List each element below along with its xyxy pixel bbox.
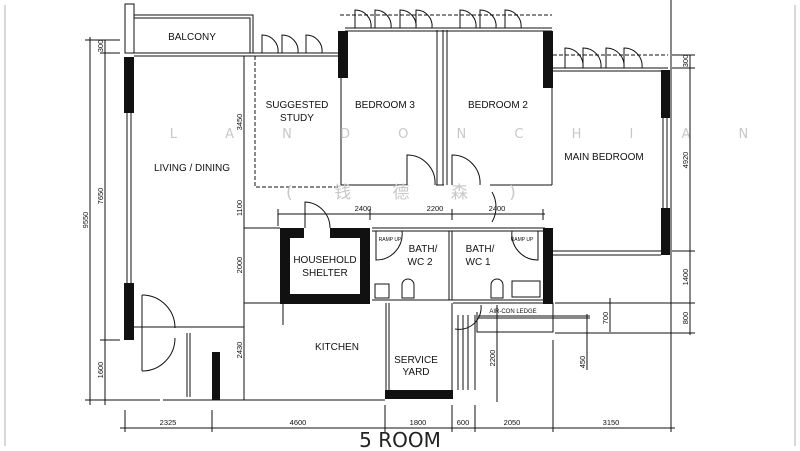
dim-left-main: 7650 <box>96 188 105 205</box>
walls <box>124 3 670 401</box>
watermark-chinese: ( 钱 德 森 ) <box>286 183 534 203</box>
dim-left-bottom: 1600 <box>96 362 105 379</box>
room-service-yard-line2: YARD <box>402 367 429 378</box>
room-living-dining: LIVING / DINING <box>154 163 230 174</box>
dim-inner-top-1: 2400 <box>355 204 372 213</box>
ramp-up-label-bath2: RAMP UP <box>379 237 402 243</box>
room-kitchen: KITCHEN <box>315 342 359 353</box>
plan-title: 5 ROOM <box>359 428 441 451</box>
dim-right-inner-3: 2200 <box>488 350 497 367</box>
dim-inner-top-2: 2200 <box>427 204 444 213</box>
dim-bottom-6: 3150 <box>603 418 620 427</box>
ramp-up-label-bath1: RAMP UP <box>511 237 534 243</box>
dim-left-overall: 9550 <box>81 212 90 229</box>
dim-inner-left-2: 1100 <box>235 200 244 216</box>
room-shelter-line2: SHELTER <box>302 268 347 279</box>
dim-inner-left-3: 2000 <box>235 257 244 274</box>
dim-right-inner-2: 450 <box>578 356 587 369</box>
room-bath1-line2: WC 1 <box>466 257 491 268</box>
dim-bottom-5: 2050 <box>504 418 521 427</box>
room-main-bedroom: MAIN BEDROOM <box>564 152 643 163</box>
dim-inner-top-3: 2400 <box>489 204 506 213</box>
dim-right-1: 300 <box>681 55 690 68</box>
watermark-latin: L A N D O N C H I A N <box>170 127 770 142</box>
dim-bottom-1: 2325 <box>160 418 177 427</box>
room-bedroom-2: BEDROOM 2 <box>468 100 528 111</box>
dim-right-4: 800 <box>681 312 690 325</box>
room-bath2-line1: BATH/ <box>409 244 438 255</box>
dim-left-top: 300 <box>96 40 105 53</box>
room-bath1-line1: BATH/ <box>466 244 495 255</box>
dim-right-2: 4920 <box>681 152 690 169</box>
room-balcony: BALCONY <box>168 32 216 43</box>
room-bedroom-3: BEDROOM 3 <box>355 100 415 111</box>
dim-bottom-3: 1800 <box>410 418 427 427</box>
room-study-line2: STUDY <box>280 113 314 124</box>
dimension-lines <box>85 0 695 432</box>
dim-right-inner-1: 700 <box>601 312 610 325</box>
room-service-yard-line1: SERVICE <box>394 355 438 366</box>
dim-bottom-4: 600 <box>457 418 470 427</box>
aircon-ledge-label: AIR-CON LEDGE <box>489 309 536 315</box>
dim-inner-left-4: 2430 <box>235 342 244 359</box>
dim-right-3: 1400 <box>681 269 690 286</box>
dim-bottom-2: 4600 <box>290 418 307 427</box>
room-study-line1: SUGGESTED <box>266 100 329 111</box>
room-shelter-line1: HOUSEHOLD <box>293 255 356 266</box>
dim-inner-left-1: 3450 <box>235 114 244 131</box>
room-bath2-line2: WC 2 <box>408 257 433 268</box>
